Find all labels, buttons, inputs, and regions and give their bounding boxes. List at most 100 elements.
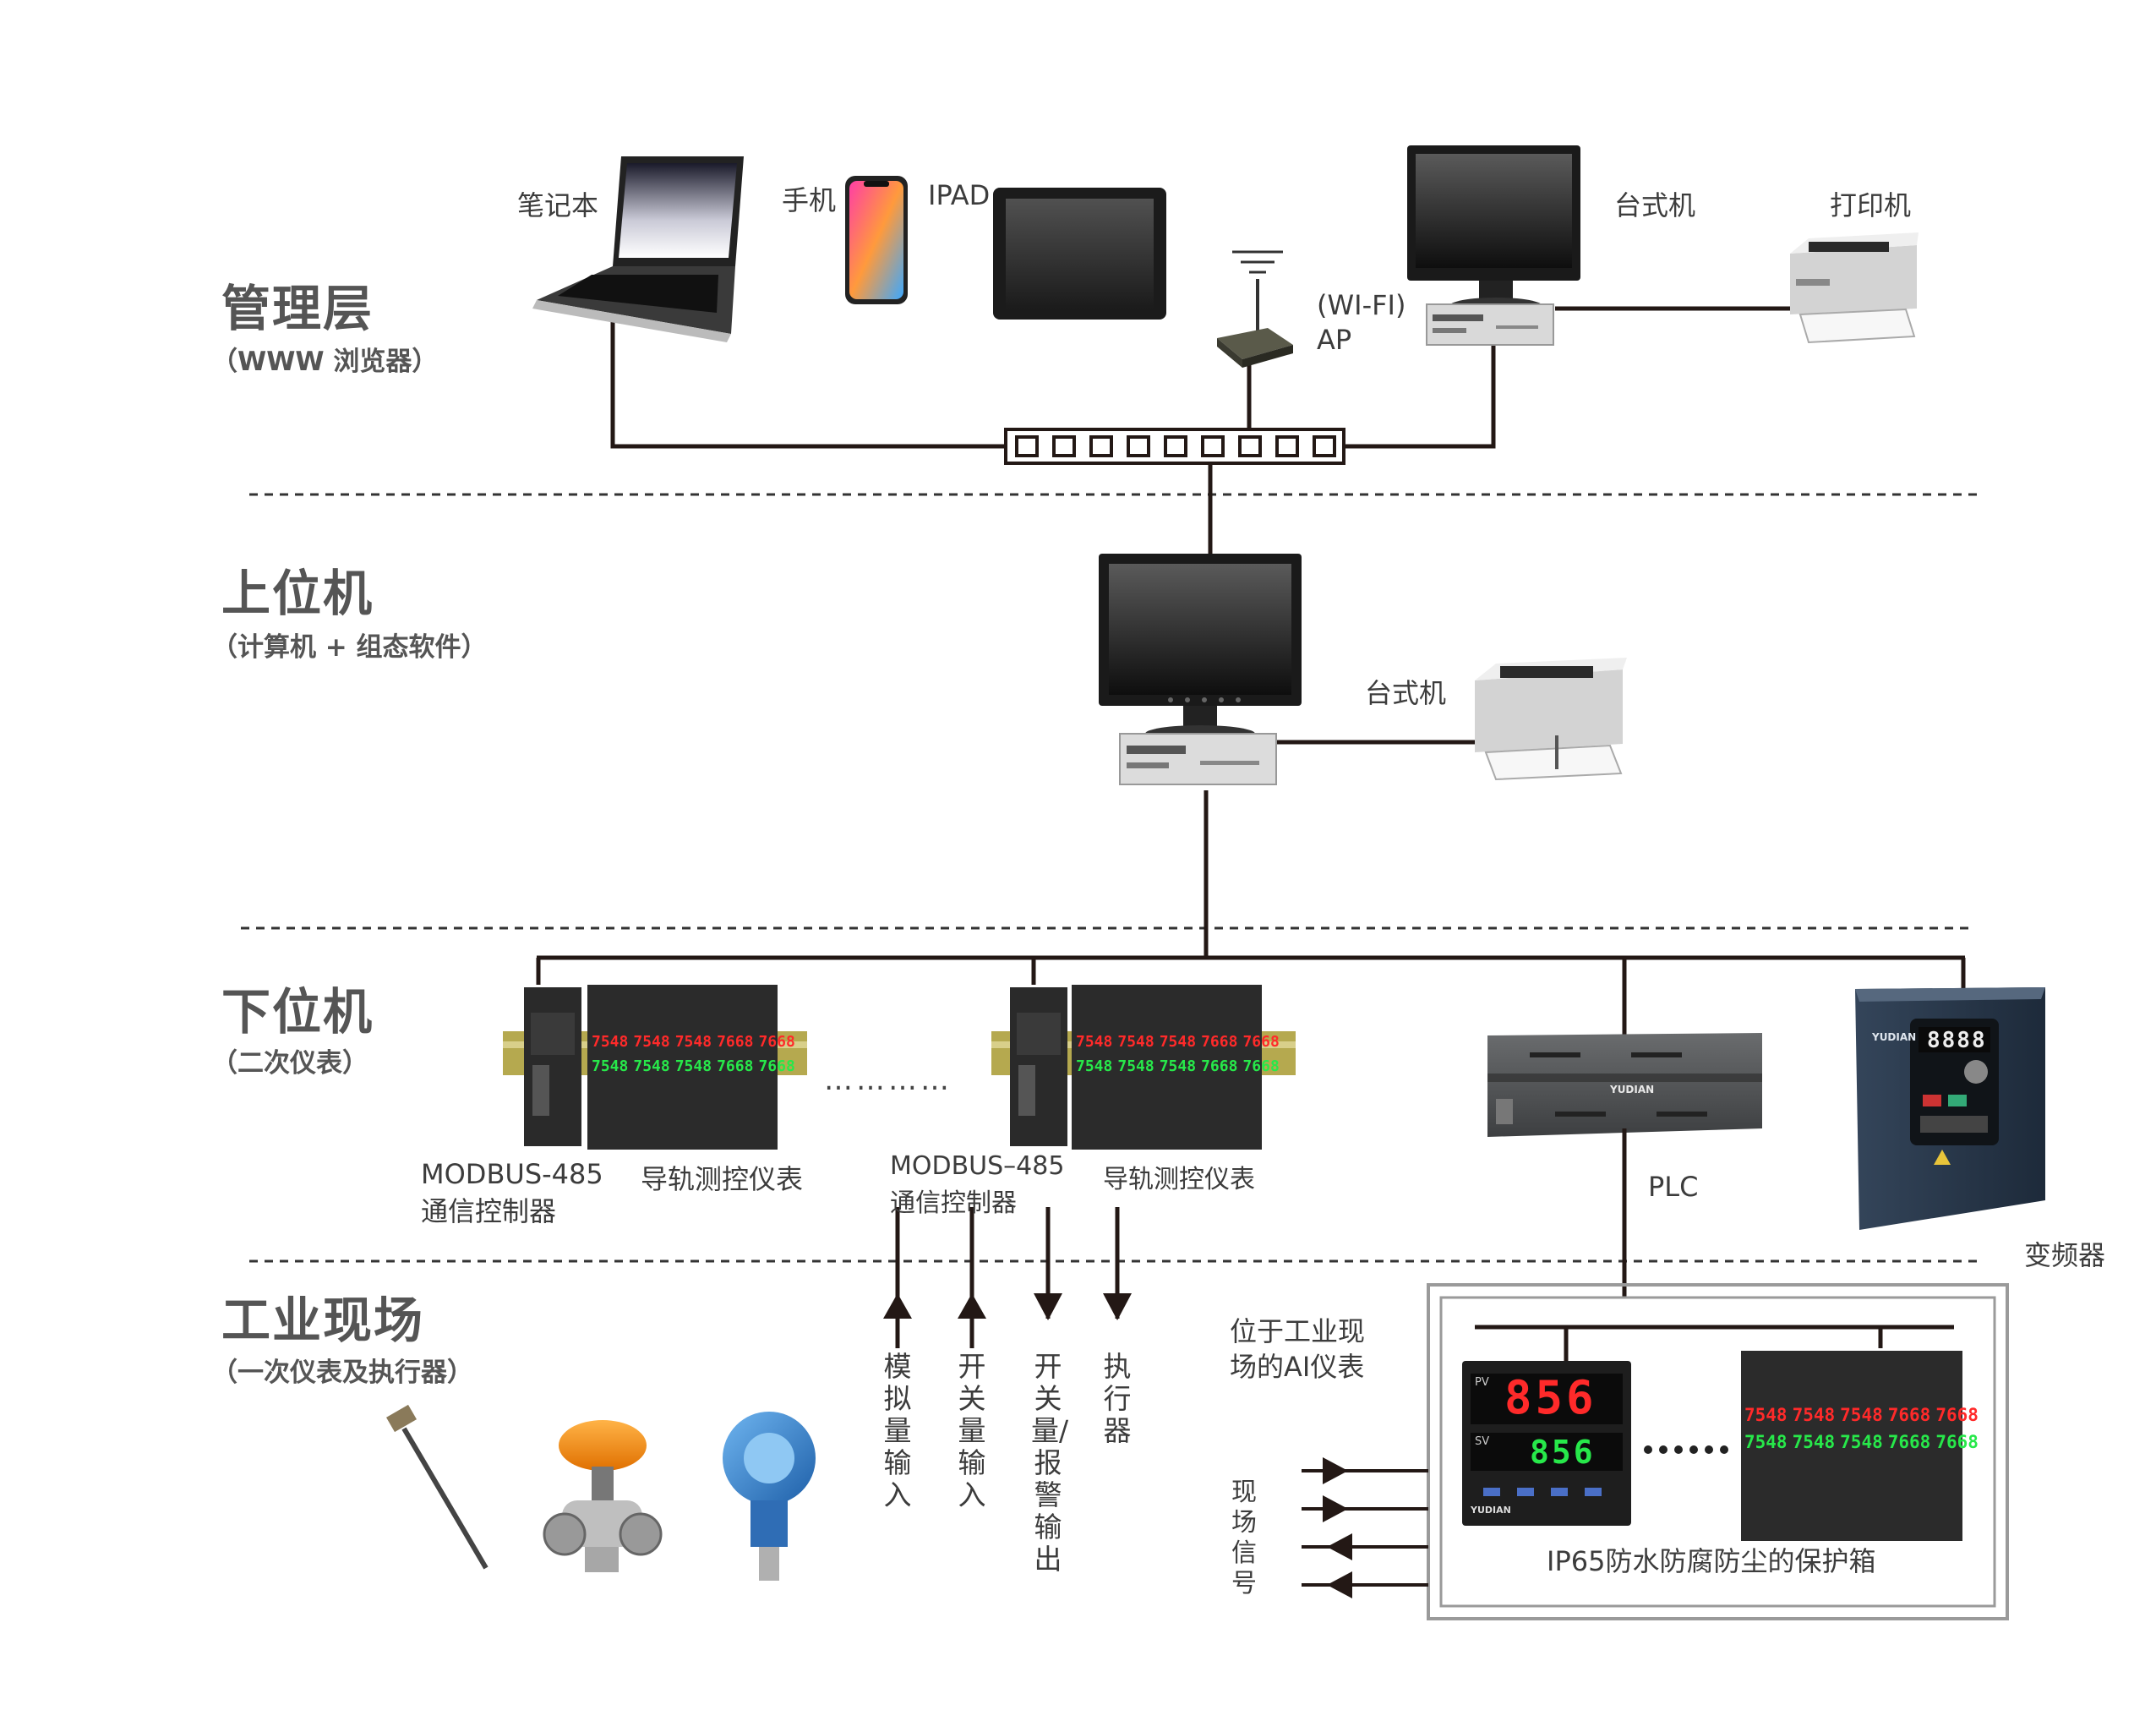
rail-meter-1-label: 导轨测控仪表	[641, 1163, 804, 1195]
arrow-up-switch-input	[958, 1293, 986, 1319]
readout: 7668	[717, 1057, 754, 1075]
desktop1-to-switch-line	[1342, 342, 1496, 449]
ai-meter-pv-tag: PV	[1475, 1376, 1489, 1389]
ai-panel-meter	[1462, 1361, 1631, 1526]
io-label-analog-input: 模拟量输入	[883, 1350, 912, 1511]
readout: 7548	[592, 1057, 629, 1075]
readout: 7668	[1887, 1405, 1931, 1425]
connector-dots	[1644, 1445, 1728, 1454]
readout: 7548	[1076, 1033, 1113, 1051]
field-signal-label: 现场信号	[1231, 1478, 1257, 1598]
readout: 7548	[1159, 1057, 1197, 1075]
inverter-display: 8888	[1927, 1028, 1987, 1053]
layer-title-management: 管理层	[221, 280, 374, 337]
wifi-ap-icon	[1217, 250, 1293, 368]
layer-title-lower: 下位机	[221, 983, 374, 1041]
modbus-controller-2	[1010, 987, 1067, 1146]
layer-title-field: 工业现场	[221, 1292, 425, 1349]
inverter-brand: YUDIAN	[1872, 1031, 1917, 1043]
readout: 7668	[1242, 1057, 1280, 1075]
readout: 7548	[592, 1033, 629, 1051]
rail-meter-readouts-box: 7548 7548 7548 7668 7668 7548 7548 7548 …	[1744, 1405, 1979, 1452]
readout: 7668	[1935, 1432, 1979, 1452]
rail-meter-readouts-1: 7548 7548 7548 7668 7668 7548 7548 7548 …	[592, 1033, 795, 1075]
laptop-label: 笔记本	[517, 189, 599, 221]
arrow-up-analog-input	[883, 1293, 912, 1319]
io-label-actuator: 执行器	[1103, 1350, 1132, 1447]
temperature-sensor-icon	[386, 1404, 489, 1570]
ipad-label: IPAD	[928, 179, 991, 211]
network-switch	[1004, 428, 1345, 465]
arrow-down-actuator	[1103, 1293, 1132, 1320]
modbus-controller-2-label-line2: 通信控制器	[890, 1188, 1017, 1218]
modbus-controller-1-label-line1: MODBUS-485	[421, 1158, 603, 1190]
readout: 7548	[1117, 1057, 1154, 1075]
laptop-to-switch-line	[610, 314, 1010, 449]
readout: 7548	[1840, 1405, 1883, 1425]
phone-icon	[845, 176, 908, 304]
laptop-icon	[532, 156, 744, 342]
pressure-transmitter-icon	[723, 1412, 816, 1581]
rail-meter-readouts-2: 7548 7548 7548 7668 7668 7548 7548 7548 …	[1076, 1033, 1280, 1075]
readout: 7548	[633, 1057, 670, 1075]
modbus-controller-2-label-line1: MODBUS–485	[890, 1151, 1065, 1181]
printer-label: 打印机	[1830, 189, 1912, 221]
readout: 7668	[758, 1057, 795, 1075]
io-arrows	[883, 1207, 1132, 1348]
layer-subtitle-field: （一次仪表及执行器）	[211, 1358, 473, 1388]
ellipsis-dots: …………	[824, 1063, 952, 1097]
desktop-computer-icon	[1407, 145, 1580, 346]
box-rail-meter-module	[1741, 1351, 1962, 1541]
ap-label-line1: (WI-FI)	[1317, 289, 1406, 321]
ai-meter-sv-tag: SV	[1475, 1435, 1490, 1448]
readout: 7668	[1935, 1405, 1979, 1425]
network-lines	[536, 306, 1966, 1363]
readout: 7668	[1887, 1432, 1931, 1452]
layer-subtitle-host: （计算机 + 组态软件）	[211, 632, 488, 663]
io-label-switch-input: 开关量输入	[958, 1350, 986, 1511]
readout: 7548	[1840, 1432, 1883, 1452]
inverter-icon	[1855, 987, 2045, 1230]
control-valve-icon	[543, 1420, 663, 1572]
host-printer-icon	[1475, 658, 1627, 781]
protection-box-caption: IP65防水防腐防尘的保护箱	[1547, 1545, 1876, 1577]
readout: 7548	[1076, 1057, 1113, 1075]
arrow-down-switch-output	[1034, 1293, 1062, 1320]
modbus-controller-1-label-line2: 通信控制器	[421, 1195, 557, 1227]
host-desktop-label: 台式机	[1365, 677, 1447, 709]
readout: 7668	[758, 1033, 795, 1051]
desktop-label: 台式机	[1614, 189, 1696, 221]
inverter-label: 变频器	[2024, 1239, 2106, 1271]
rail-meter-module	[1072, 985, 1262, 1150]
readout: 7548	[1792, 1405, 1836, 1425]
rail-group-2	[991, 985, 1296, 1150]
plc-label: PLC	[1648, 1171, 1699, 1203]
ai-meter-brand: YUDIAN	[1471, 1505, 1511, 1516]
ai-meter-label-line2: 场的AI仪表	[1230, 1351, 1365, 1383]
readout: 7548	[1159, 1033, 1197, 1051]
ap-label-line2: AP	[1317, 324, 1352, 356]
ai-meter-sv-value: 856	[1530, 1434, 1596, 1471]
readout: 7548	[1744, 1432, 1788, 1452]
ipad-icon	[993, 188, 1166, 320]
modbus-controller-1	[524, 987, 581, 1146]
phone-label: 手机	[782, 184, 837, 216]
host-desktop-computer-icon	[1099, 554, 1302, 785]
readout: 7548	[1117, 1033, 1154, 1051]
protection-box	[1427, 1283, 2009, 1620]
readout: 7548	[633, 1033, 670, 1051]
io-label-switch-alarm-output: 开关量/报警输出	[1031, 1350, 1069, 1576]
readout: 7548	[674, 1033, 712, 1051]
readout: 7668	[1201, 1033, 1238, 1051]
rail-group-1	[503, 985, 807, 1150]
layer-title-host: 上位机	[221, 565, 374, 622]
readout: 7668	[1201, 1057, 1238, 1075]
layer-subtitle-management: （WWW 浏览器）	[211, 347, 439, 377]
plc-brand: YUDIAN	[1610, 1084, 1655, 1095]
printer-icon	[1790, 232, 1919, 344]
ai-meter-pv-value: 856	[1504, 1371, 1597, 1424]
layer-subtitle-lower: （二次仪表）	[211, 1048, 368, 1079]
rail-meter-2-label: 导轨测控仪表	[1103, 1165, 1255, 1194]
ai-meter-label-line1: 位于工业现	[1230, 1315, 1366, 1347]
